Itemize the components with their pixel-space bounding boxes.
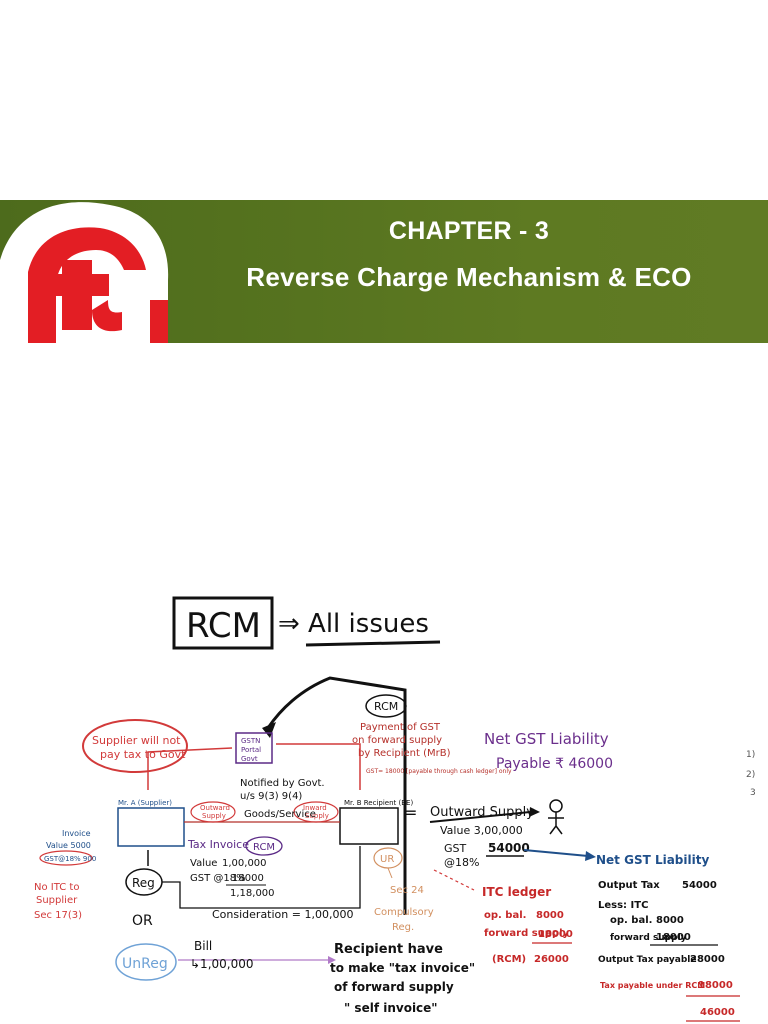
svg-text:UnReg: UnReg <box>122 956 168 972</box>
svg-text:" self invoice": " self invoice" <box>344 1001 438 1015</box>
chapter-banner: CHAPTER - 3 Reverse Charge Mechanism & E… <box>0 200 768 343</box>
svg-text:=: = <box>404 803 417 822</box>
svg-text:op. bal.: op. bal. <box>484 910 526 921</box>
svg-text:(RCM): (RCM) <box>492 954 526 965</box>
net-gst-right-title: Net GST Liability <box>596 853 709 867</box>
rcm-notes-diagram: RCM ⇒ All issues RCM Payment of GST on f… <box>34 596 756 1022</box>
svg-text:Govt: Govt <box>241 755 258 763</box>
svg-text:Portal: Portal <box>241 746 261 754</box>
svg-text:Sec 24: Sec 24 <box>390 885 424 896</box>
svg-text:UR: UR <box>380 854 394 865</box>
svg-text:54000: 54000 <box>682 880 717 891</box>
svg-text:1,18,000: 1,18,000 <box>230 888 275 899</box>
svg-text:Mr. A (Supplier): Mr. A (Supplier) <box>118 799 172 807</box>
svg-text:1,00,000: 1,00,000 <box>222 858 267 869</box>
svg-text:RCM: RCM <box>253 842 275 853</box>
gstn-portal-box <box>235 732 273 764</box>
svg-text:op. bal.: op. bal. <box>610 915 652 926</box>
svg-text:Value 5000: Value 5000 <box>46 841 91 850</box>
svg-text:Supply: Supply <box>305 812 329 820</box>
chapter-number: CHAPTER - 3 <box>388 217 550 245</box>
unreg-circle <box>115 943 177 981</box>
svg-text:Bill: Bill <box>194 939 212 953</box>
svg-text:Inward: Inward <box>303 804 327 812</box>
svg-text:to make "tax invoice": to make "tax invoice" <box>330 961 475 975</box>
payable-top: Payable ₹ 46000 <box>496 756 613 772</box>
svg-text:18000: 18000 <box>656 932 691 943</box>
svg-text:forward supply: forward supply <box>610 933 687 943</box>
svg-text:Goods/Service: Goods/Service <box>244 809 316 820</box>
svg-text:by Recipient (MrB): by Recipient (MrB) <box>358 748 451 759</box>
svg-text:Invoice: Invoice <box>62 829 91 838</box>
recipient-box <box>339 807 399 845</box>
svg-text:of forward supply: of forward supply <box>334 980 454 994</box>
svg-text:26000: 26000 <box>534 954 569 965</box>
svg-text:Reg.: Reg. <box>392 922 414 933</box>
svg-text:Recipient have: Recipient have <box>334 942 443 957</box>
svg-text:Tax payable under RCM: Tax payable under RCM <box>600 981 705 990</box>
svg-text:GST @18%: GST @18% <box>190 873 246 884</box>
svg-text:Outward: Outward <box>200 804 230 812</box>
svg-text:8000: 8000 <box>536 910 564 921</box>
svg-text:54000: 54000 <box>488 841 530 855</box>
svg-text:Value 3,00,000: Value 3,00,000 <box>440 824 523 837</box>
reg-label: Reg <box>132 876 155 890</box>
svg-text:pay tax to Govt: pay tax to Govt <box>100 748 186 761</box>
svg-text:2): 2) <box>746 770 755 780</box>
supplier-note-bubble <box>82 719 188 773</box>
svg-text:18000: 18000 <box>232 873 264 884</box>
person-icon <box>549 799 563 813</box>
svg-text:Payment of GST: Payment of GST <box>360 722 441 733</box>
svg-text:Output Tax: Output Tax <box>598 880 660 891</box>
svg-text:18000: 18000 <box>538 929 573 940</box>
svg-text:Supplier will not: Supplier will not <box>92 734 181 747</box>
svg-text:Compulsory: Compulsory <box>374 907 434 918</box>
svg-text:18000: 18000 <box>698 980 733 991</box>
svg-text:Mr. B Recipient (BE): Mr. B Recipient (BE) <box>344 799 413 807</box>
svg-text:@18%: @18% <box>444 856 479 869</box>
svg-text:GST= 18000 [payable through ca: GST= 18000 [payable through cash ledger]… <box>366 768 512 775</box>
svg-text:Consideration = 1,00,000: Consideration = 1,00,000 <box>212 908 353 921</box>
svg-text:46000: 46000 <box>700 1007 735 1018</box>
supplier-box <box>117 807 185 847</box>
svg-text:Notified by Govt.: Notified by Govt. <box>240 778 325 789</box>
svg-text:Supplier: Supplier <box>36 895 78 906</box>
tax-invoice-title: Tax Invoice <box>187 838 249 851</box>
svg-text:GST: GST <box>444 842 467 855</box>
all-issues-heading: ⇒ All issues <box>278 609 429 639</box>
svg-text:1): 1) <box>746 750 755 760</box>
svg-text:Output Tax payable: Output Tax payable <box>598 955 696 965</box>
svg-text:Outward Supply: Outward Supply <box>430 805 534 820</box>
svg-text:Less: ITC: Less: ITC <box>598 900 648 911</box>
svg-text:28000: 28000 <box>690 954 725 965</box>
rcm-heading-box <box>172 596 274 650</box>
svg-text:Supply: Supply <box>202 812 226 820</box>
svg-text:Sec 17(3): Sec 17(3) <box>34 910 82 921</box>
svg-text:u/s 9(3) 9(4): u/s 9(3) 9(4) <box>240 791 302 802</box>
svg-text:OR: OR <box>132 913 153 929</box>
svg-text:forward supply: forward supply <box>484 928 570 939</box>
svg-text:GST@18% 900: GST@18% 900 <box>44 855 96 863</box>
svg-text:No ITC to: No ITC to <box>34 882 79 893</box>
svg-text:↳1,00,000: ↳1,00,000 <box>190 957 254 971</box>
svg-text:3: 3 <box>750 788 756 798</box>
rcm-circle <box>365 694 407 718</box>
svg-text:Value: Value <box>190 858 217 869</box>
net-gst-top: Net GST Liability <box>484 730 609 748</box>
svg-text:RCM: RCM <box>374 700 398 713</box>
itc-ledger-title: ITC ledger <box>482 885 551 899</box>
svg-text:8000: 8000 <box>656 915 684 926</box>
chapter-title: Reverse Charge Mechanism & ECO <box>246 262 692 292</box>
tg-logo-icon <box>0 202 169 343</box>
rcm-heading-text: RCM <box>186 606 261 646</box>
svg-text:on forward supply: on forward supply <box>352 735 442 746</box>
svg-text:GSTN: GSTN <box>241 737 260 745</box>
